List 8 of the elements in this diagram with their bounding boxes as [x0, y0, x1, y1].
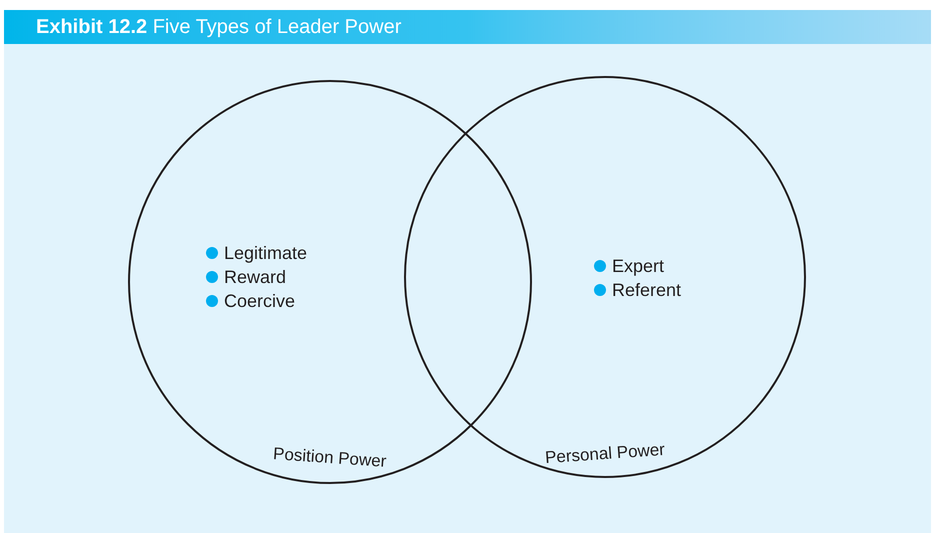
- title: Exhibit 12.2 Five Types of Leader Power: [36, 17, 402, 37]
- circle-label: Personal Power: [544, 440, 666, 468]
- power-type: Reward: [224, 266, 286, 288]
- circle-label: Position Power: [272, 444, 388, 472]
- power-type: Legitimate: [224, 242, 308, 264]
- power-type: Expert: [612, 255, 664, 277]
- power-type: Referent: [612, 279, 682, 301]
- power-type: Coercive: [224, 290, 296, 312]
